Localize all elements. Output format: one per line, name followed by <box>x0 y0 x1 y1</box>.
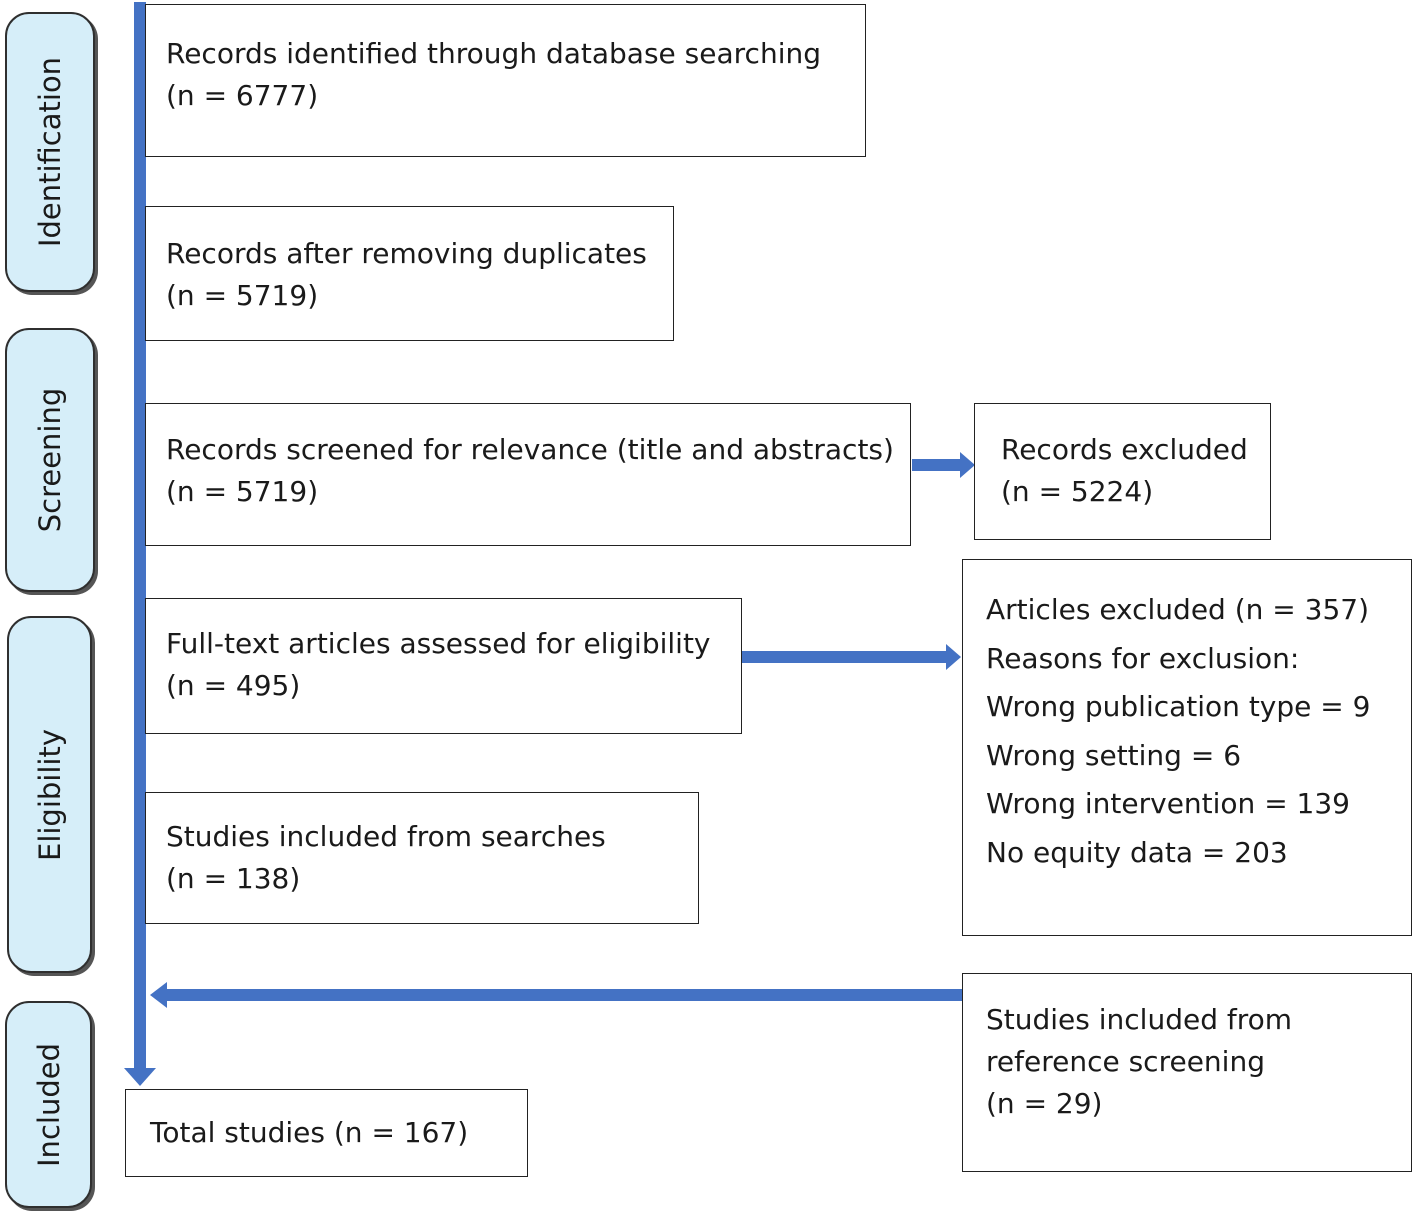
main-flow-line <box>134 2 146 1070</box>
studies-from-searches-count: (n = 138) <box>166 862 301 895</box>
box-records-screened: Records screened for relevance (title an… <box>145 403 911 546</box>
exclusion-reasons-heading: Reasons for exclusion: <box>986 641 1300 675</box>
reference-inclusion-arrowhead <box>150 982 167 1008</box>
reference-screening-text-2: reference screening <box>986 1045 1265 1078</box>
reference-screening-count: (n = 29) <box>986 1087 1103 1120</box>
records-excluded-count: (n = 5224) <box>1001 475 1154 508</box>
records-excluded-text: Records excluded <box>1001 433 1248 466</box>
box-records-excluded: Records excluded (n = 5224) <box>974 403 1271 540</box>
reason-wrong-publication-type: Wrong publication type = 9 <box>986 690 1371 723</box>
reason-wrong-setting: Wrong setting = 6 <box>986 738 1242 772</box>
records-identified-text: Records identified through database sear… <box>166 37 821 70</box>
eligibility-exclusion-arrowhead <box>946 644 961 670</box>
main-flow-arrowhead <box>124 1068 156 1086</box>
reference-screening-text-1: Studies included from <box>986 1003 1293 1036</box>
box-records-deduplicated: Records after removing duplicates (n = 5… <box>145 206 674 341</box>
fulltext-assessed-count: (n = 495) <box>166 669 301 702</box>
box-records-identified: Records identified through database sear… <box>145 4 866 157</box>
reason-wrong-intervention: Wrong intervention = 139 <box>986 787 1350 820</box>
records-deduplicated-count: (n = 5719) <box>166 279 319 312</box>
records-screened-count: (n = 5719) <box>166 475 319 508</box>
articles-excluded-count: Articles excluded (n = 357) <box>986 593 1370 626</box>
stage-included: Included <box>5 1001 92 1208</box>
eligibility-exclusion-arrow-shaft <box>742 651 948 663</box>
fulltext-assessed-text: Full-text articles assessed for eligibil… <box>166 627 711 660</box>
stage-screening: Screening <box>5 328 95 592</box>
studies-from-searches-text: Studies included from searches <box>166 820 606 853</box>
box-fulltext-assessed: Full-text articles assessed for eligibil… <box>145 598 742 734</box>
box-articles-excluded: Articles excluded (n = 357) Reasons for … <box>962 559 1412 936</box>
screening-exclusion-arrow-shaft <box>912 459 962 471</box>
records-identified-count: (n = 6777) <box>166 79 319 112</box>
reason-no-equity-data: No equity data = 203 <box>986 835 1288 869</box>
records-screened-text: Records screened for relevance (title an… <box>166 433 894 466</box>
screening-exclusion-arrowhead <box>960 452 975 478</box>
reference-inclusion-arrow-shaft <box>165 989 962 1001</box>
box-reference-screening: Studies included from reference screenin… <box>962 973 1412 1172</box>
records-deduplicated-text: Records after removing duplicates <box>166 237 647 270</box>
box-studies-from-searches: Studies included from searches (n = 138) <box>145 792 699 924</box>
box-total-studies: Total studies (n = 167) <box>125 1089 528 1177</box>
total-studies-text: Total studies (n = 167) <box>150 1116 469 1149</box>
stage-eligibility: Eligibility <box>7 616 92 973</box>
stage-identification: Identification <box>5 12 95 292</box>
